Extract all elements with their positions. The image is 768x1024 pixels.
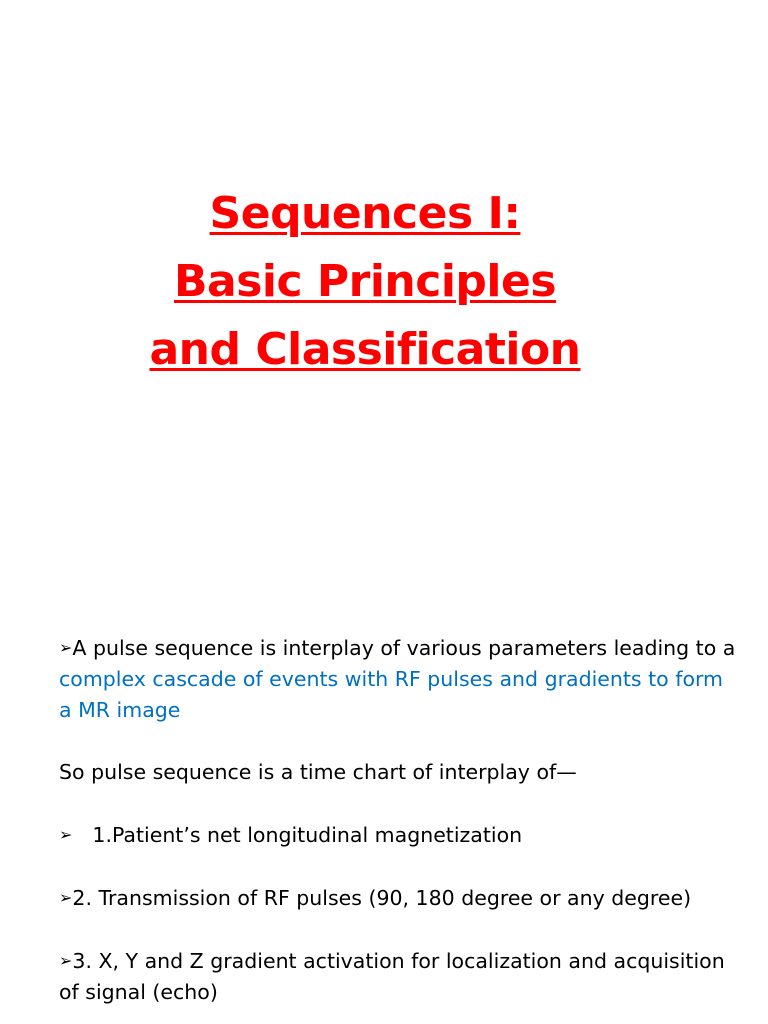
arrowhead-bullet-icon: ➢ (59, 888, 73, 907)
list-item-2: ➢2. Transmission of RF pulses (90, 180 d… (59, 882, 739, 914)
list-item-text: 3. X, Y and Z gradient activation for lo… (59, 949, 725, 1004)
list-item-3: ➢3. X, Y and Z gradient activation for l… (59, 945, 739, 1008)
spacer (59, 914, 739, 945)
paragraph-time-chart: So pulse sequence is a time chart of int… (59, 760, 577, 784)
arrowhead-bullet-icon: ➢ (59, 638, 73, 657)
title-line-2: Basic Principles (173, 256, 557, 307)
list-item-text: 1.Patient’s net longitudinal magnetizati… (92, 823, 523, 847)
list-item-1: ➢ 1.Patient’s net longitudinal magnetizat… (59, 819, 739, 851)
list-item-text: 2. Transmission of RF pulses (90, 180 de… (72, 886, 692, 910)
spacer (59, 788, 739, 819)
title-line-1: Sequences I: (209, 188, 521, 239)
spacer (59, 851, 739, 882)
arrowhead-bullet-icon: ➢ (59, 825, 73, 844)
spacer (59, 726, 739, 757)
page-title: Sequences I: Basic Principles and Classi… (0, 180, 730, 384)
body-content: ➢A pulse sequence is interplay of variou… (59, 632, 739, 1008)
arrowhead-bullet-icon: ➢ (59, 951, 73, 970)
title-line-3: and Classification (149, 324, 581, 375)
highlighted-text: complex cascade of events with RF pulses… (59, 667, 724, 722)
paragraph-text: A pulse sequence is interplay of various… (72, 636, 736, 660)
paragraph-pulse-sequence: ➢A pulse sequence is interplay of variou… (59, 632, 739, 726)
